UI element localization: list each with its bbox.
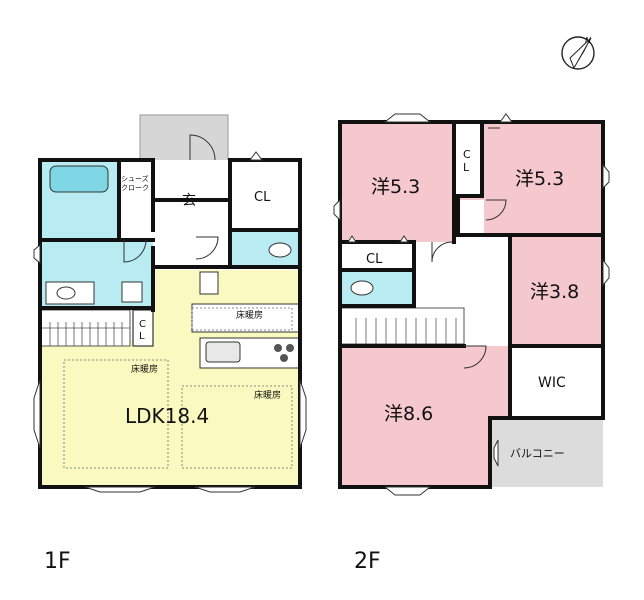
floor-heating-label-2: 床暖房 xyxy=(131,363,158,375)
washer-icon xyxy=(121,281,143,303)
toilet-icon-2f xyxy=(350,280,374,296)
compass-north-label: N xyxy=(585,36,591,45)
toilet-icon xyxy=(268,242,292,258)
kitchen-back-counter xyxy=(191,303,301,333)
room-nw xyxy=(340,122,454,242)
room-ne xyxy=(458,122,603,235)
ldk-label: LDK18.4 xyxy=(125,404,209,428)
closet-label-2f: CL xyxy=(366,252,383,267)
stairs-2f xyxy=(339,307,465,345)
balcony-label: バルコニー xyxy=(510,447,565,460)
fridge-space xyxy=(199,271,219,295)
balcony xyxy=(492,418,603,487)
kitchen-sink-icon xyxy=(205,341,241,363)
floor-heating-zone-3 xyxy=(191,307,293,331)
stove-icon xyxy=(274,344,294,362)
floor-2-caption: 2F xyxy=(354,549,381,574)
room-main-label: 洋8.6 xyxy=(384,403,433,425)
floor-heating-label-1: 床暖房 xyxy=(236,309,263,321)
bathtub-icon xyxy=(49,165,109,193)
floor-heating-label-3: 床暖房 xyxy=(254,389,281,401)
entrance-label: 玄 xyxy=(182,192,196,209)
room-ne-label: 洋5.3 xyxy=(515,168,564,190)
compass-icon: N xyxy=(561,36,595,70)
room-e xyxy=(510,237,603,345)
floor-1-caption: 1F xyxy=(44,549,71,574)
shoe-closet-label: シューズクローク xyxy=(121,174,149,192)
room-nw-label: 洋5.3 xyxy=(371,176,420,198)
room-e-label: 洋3.8 xyxy=(530,281,579,303)
room-main xyxy=(340,346,510,487)
floor-heating-zone-1 xyxy=(63,359,169,469)
wic-label: WIC xyxy=(538,375,566,391)
closet-label-1f: CL xyxy=(254,190,271,205)
